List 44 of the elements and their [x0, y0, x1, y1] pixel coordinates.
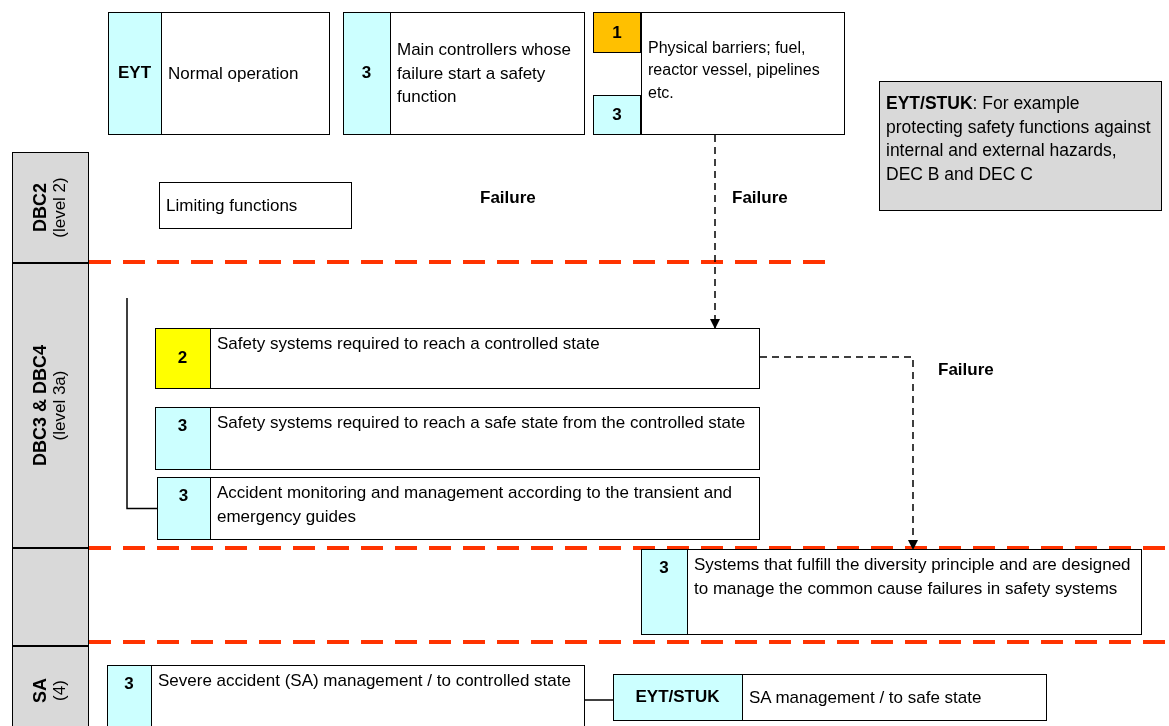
band-level: (level 3a)	[50, 370, 70, 440]
safety-class-tag: 3	[342, 11, 391, 135]
description-text: Normal operation	[168, 62, 299, 85]
process-box	[343, 12, 585, 135]
safety-class-tag: 3	[593, 95, 641, 135]
band-level: (level 2)	[50, 176, 70, 238]
safety-class-tag: 3	[106, 664, 152, 726]
safety-class-tag: EYT	[107, 11, 162, 135]
note-box: EYT/STUK: For example protecting safety functions against internal and external hazards, DEC B and DEC C	[879, 81, 1162, 211]
description-text: SA management / to safe state	[749, 686, 982, 709]
description-text: Safety systems required to reach a safe state from the controlled state	[217, 412, 746, 434]
barrier-box	[593, 12, 845, 135]
description-text: Main controllers whose failure start a safety function	[397, 38, 572, 109]
band-header	[12, 646, 89, 726]
band-header	[12, 152, 89, 263]
description-text: Accident monitoring and management according to the transient and emergency guides	[217, 482, 734, 528]
dashed-arrow	[709, 134, 721, 330]
band-title: DBC3 & DBC4	[30, 344, 51, 466]
function-box: Limiting functions	[159, 182, 352, 229]
safety-class-tag: EYT/STUK	[612, 673, 743, 721]
process-box	[108, 12, 330, 135]
description-text: Safety systems required to reach a controlled state	[217, 333, 600, 355]
description-text: Systems that fulfill the diversity principle and are designed to manage the common cause failures in safety systems	[694, 554, 1132, 600]
connector-line	[584, 699, 614, 701]
dashed-arrow	[759, 356, 919, 551]
band-title: SA	[30, 678, 51, 703]
process-box	[107, 665, 585, 726]
band-header	[12, 263, 89, 548]
process-box	[641, 549, 1142, 635]
description-text: Physical barriers; fuel, reactor vessel, pipelines etc.	[641, 12, 845, 135]
description-text: Severe accident (SA) management / to controlled state	[158, 670, 571, 692]
safety-class-tag: 1	[593, 12, 641, 53]
band-title: DBC2	[30, 182, 51, 232]
band-header	[12, 548, 89, 646]
process-box	[155, 407, 760, 470]
process-box	[613, 674, 1047, 721]
band-level: (4)	[50, 680, 70, 701]
safety-class-tag: 3	[156, 476, 211, 540]
process-box	[155, 328, 760, 389]
process-box	[157, 477, 760, 540]
safety-class-tag: 3	[640, 548, 688, 635]
safety-class-tag: 3	[154, 406, 211, 470]
connector-line	[126, 297, 158, 510]
safety-class-tag: 2	[154, 327, 211, 389]
